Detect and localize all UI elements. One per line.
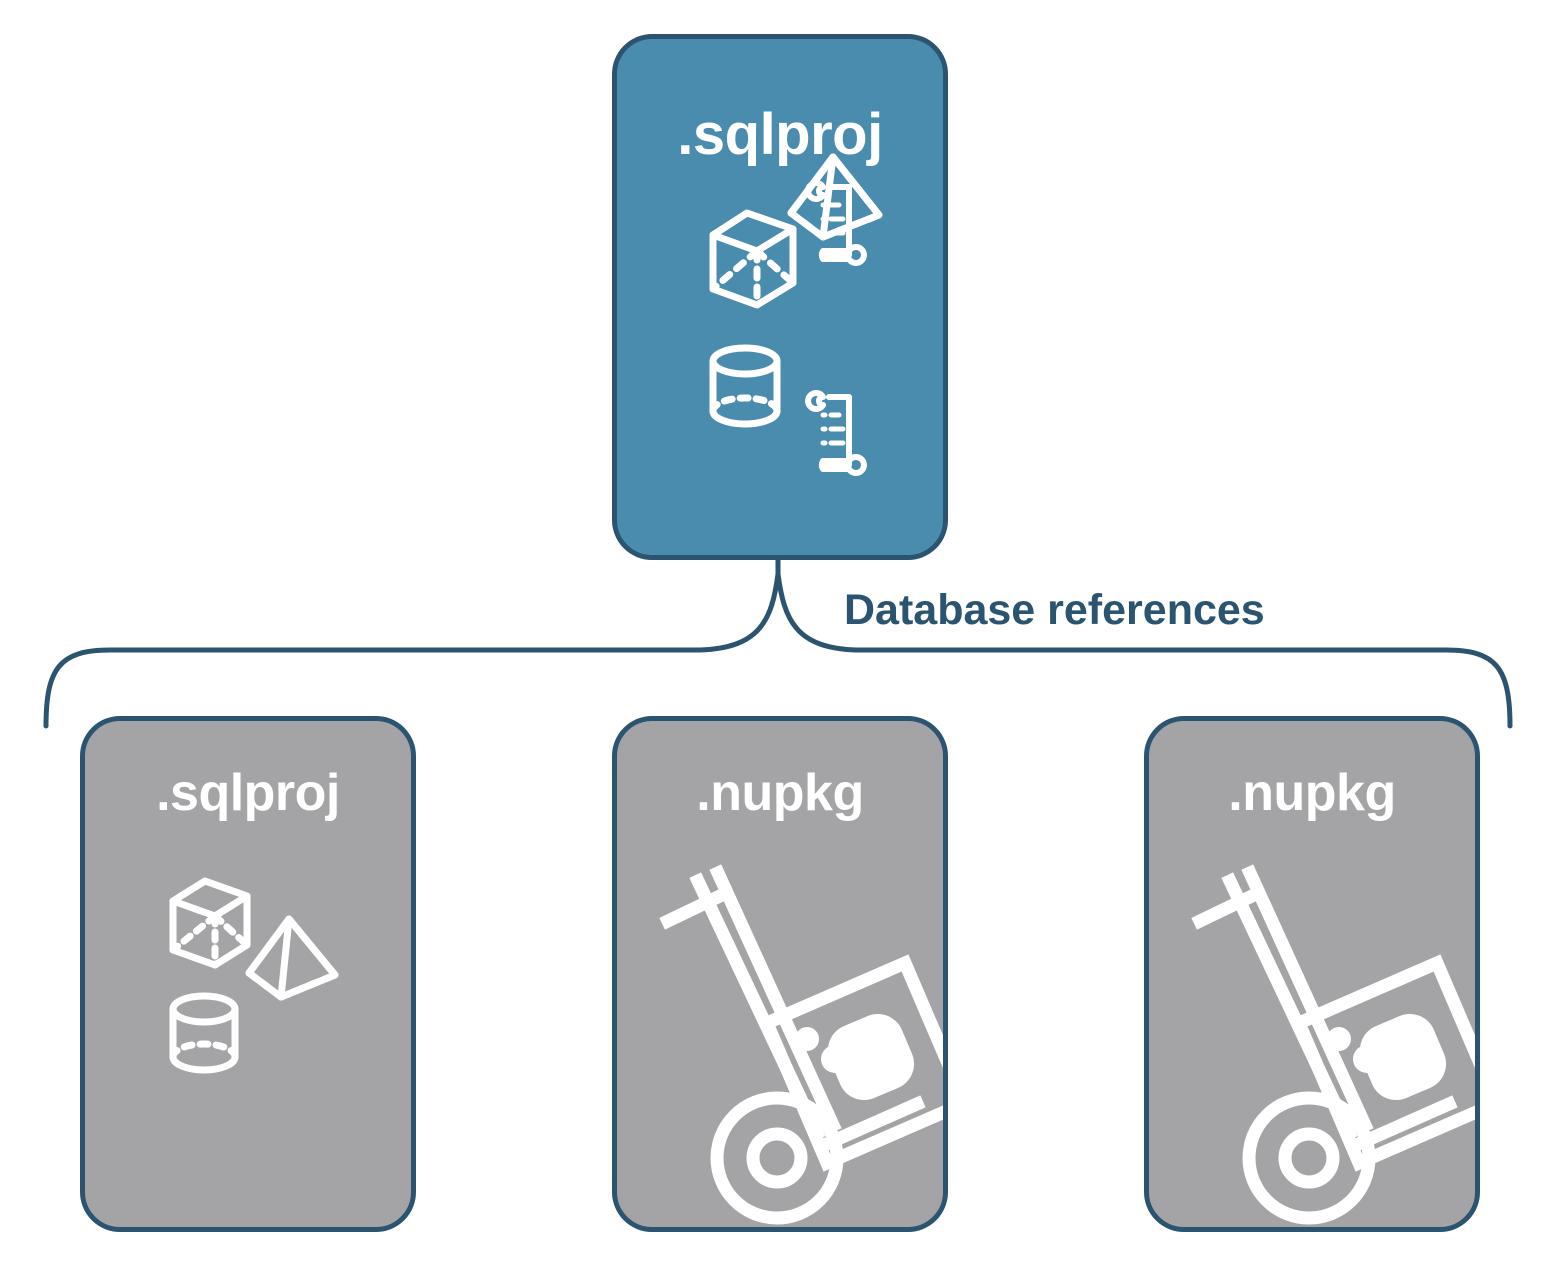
reference-card-nupkg-2-title: .nupkg xyxy=(1228,764,1396,822)
cylinder-icon xyxy=(169,992,239,1074)
database-references-label: Database references xyxy=(844,586,1265,634)
nuget-logo-icon xyxy=(1327,1013,1447,1101)
reference-card-nupkg-2[interactable]: .nupkg xyxy=(1144,716,1480,1232)
pyramid-icon xyxy=(245,915,339,1001)
scroll-icon xyxy=(805,180,867,266)
nuget-logo-icon xyxy=(795,1013,915,1101)
cube-icon xyxy=(169,877,251,969)
hand-truck-package-icon xyxy=(659,864,943,1225)
reference-card-sqlproj-title: .sqlproj xyxy=(156,764,340,822)
pyramid-icon xyxy=(787,153,883,241)
scroll-icon xyxy=(805,390,867,476)
cube-icon xyxy=(709,209,797,309)
reference-card-nupkg-1-title: .nupkg xyxy=(696,764,864,822)
reference-card-nupkg-1[interactable]: .nupkg xyxy=(612,716,948,1232)
reference-card-sqlproj[interactable]: .sqlproj xyxy=(80,716,416,1232)
cylinder-icon xyxy=(709,344,781,428)
sqlproj-root-card[interactable]: .sqlproj xyxy=(612,34,948,560)
sqlproj-root-card-title: .sqlproj xyxy=(677,102,883,167)
hand-truck-package-icon xyxy=(1191,864,1475,1225)
